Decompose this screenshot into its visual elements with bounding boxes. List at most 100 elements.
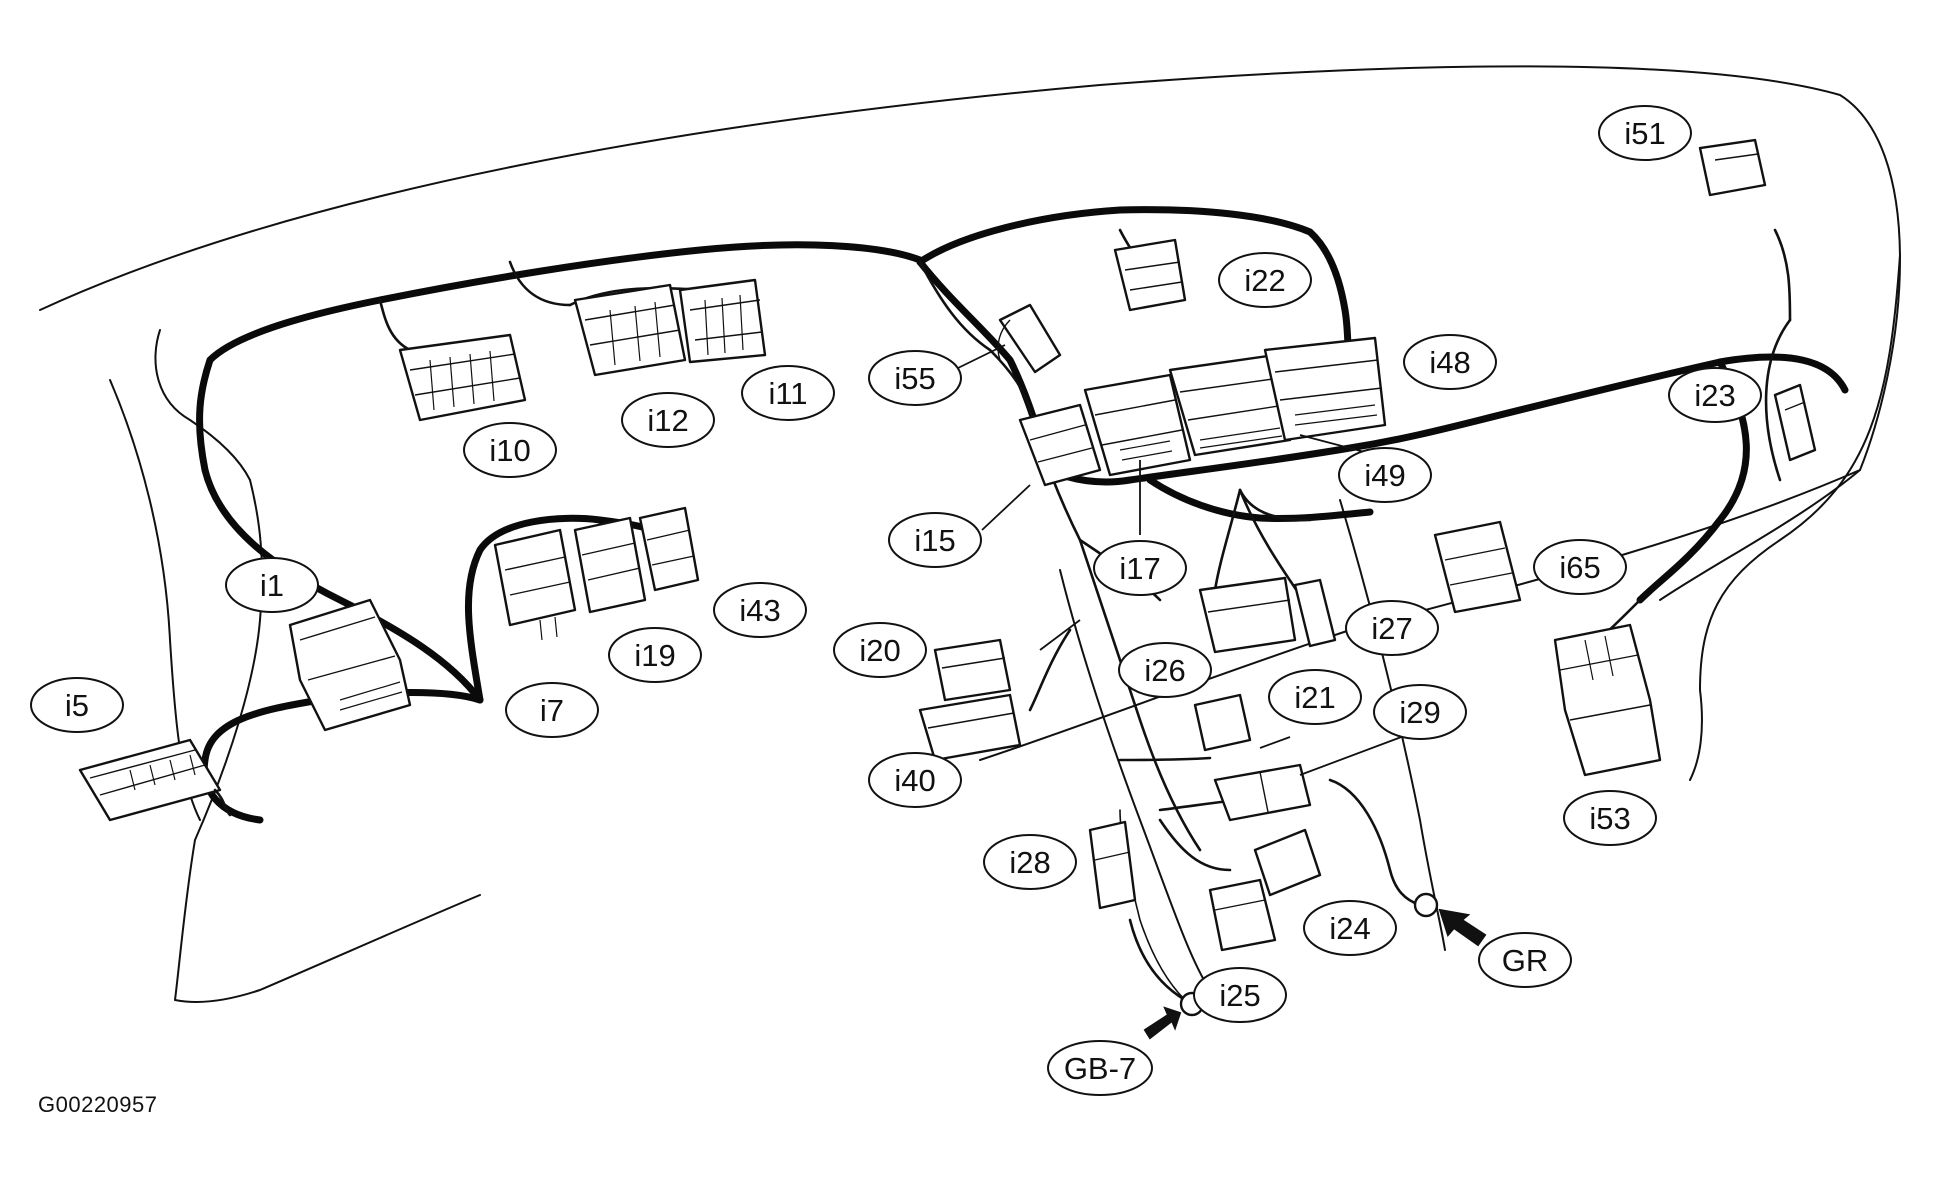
connector-bubble xyxy=(888,512,982,568)
connector-bubble xyxy=(1268,669,1362,725)
label-i27: i27 xyxy=(1345,600,1439,656)
connector-label: i7 xyxy=(540,693,564,728)
connector-i26 xyxy=(1198,576,1297,654)
connector-i12 xyxy=(573,283,687,377)
connector-i17 xyxy=(1083,373,1192,477)
label-i15: i15 xyxy=(888,512,982,568)
label-i40: i40 xyxy=(868,752,962,808)
connector-i20 xyxy=(933,638,1012,702)
ground-bubble xyxy=(1478,932,1572,988)
connector-bubble xyxy=(1668,367,1762,423)
label-i1: i1 xyxy=(225,557,319,613)
ground-label: GB-7 xyxy=(1064,1051,1136,1086)
connector-bubble xyxy=(1403,334,1497,390)
label-i55: i55 xyxy=(868,350,962,406)
connector-label: i24 xyxy=(1329,911,1370,946)
connector-bubble xyxy=(741,365,835,421)
connector-label: i15 xyxy=(914,523,955,558)
label-i23: i23 xyxy=(1668,367,1762,423)
label-i20: i20 xyxy=(833,622,927,678)
connector-bubble xyxy=(505,682,599,738)
connector-i15 xyxy=(1018,403,1102,487)
connector-i25 xyxy=(1208,878,1277,952)
connector-label: i25 xyxy=(1219,978,1260,1013)
connector-i23 xyxy=(1773,383,1817,462)
connector-bubble xyxy=(713,582,807,638)
connector-label: i1 xyxy=(260,568,284,603)
connector-label: i48 xyxy=(1429,345,1470,380)
label-i29: i29 xyxy=(1373,684,1467,740)
connector-label: i55 xyxy=(894,361,935,396)
connector-i65 xyxy=(1433,520,1522,614)
label-i26: i26 xyxy=(1118,642,1212,698)
label-i5: i5 xyxy=(30,677,124,733)
connector-label: i26 xyxy=(1144,653,1185,688)
label-i28: i28 xyxy=(983,834,1077,890)
ground-bubble xyxy=(1047,1040,1153,1096)
connector-label: i17 xyxy=(1119,551,1160,586)
connector-label: i29 xyxy=(1399,695,1440,730)
label-i25: i25 xyxy=(1193,967,1287,1023)
connector-bubble xyxy=(1093,540,1187,596)
connector-i21 xyxy=(1193,693,1252,752)
connector-label: i65 xyxy=(1559,550,1600,585)
label-i10: i10 xyxy=(463,422,557,478)
branch-wires xyxy=(378,228,1792,872)
label-i7: i7 xyxy=(505,682,599,738)
connector-label: i27 xyxy=(1371,611,1412,646)
connector-i27 xyxy=(1293,578,1337,648)
ground-wire-gb7 xyxy=(1119,809,1205,1017)
connector-i48 xyxy=(1263,336,1387,442)
connector-bubble xyxy=(1533,539,1627,595)
connector-bubble xyxy=(1373,684,1467,740)
label-i49: i49 xyxy=(1338,447,1432,503)
connector-i24 xyxy=(1253,828,1322,897)
label-i51: i51 xyxy=(1598,105,1692,161)
connector-bubble xyxy=(1193,967,1287,1023)
connector-label: i20 xyxy=(859,633,900,668)
connector-i29 xyxy=(1213,763,1312,822)
connector-label: i49 xyxy=(1364,458,1405,493)
main-harness xyxy=(196,206,1849,824)
label-i43: i43 xyxy=(713,582,807,638)
connector-label: i12 xyxy=(647,403,688,438)
connector-i28 xyxy=(1088,820,1137,910)
connector-label: i53 xyxy=(1589,801,1630,836)
connector-label: i23 xyxy=(1694,378,1735,413)
connector-bubble xyxy=(1218,252,1312,308)
arrow-gr xyxy=(1438,908,1487,947)
connector-bubble xyxy=(30,677,124,733)
connector-bubble xyxy=(1118,642,1212,698)
connector-i43 xyxy=(638,506,700,592)
connector-bubble xyxy=(225,557,319,613)
label-i17: i17 xyxy=(1093,540,1187,596)
connector-bubble xyxy=(833,622,927,678)
ring-terminal-gr xyxy=(1413,892,1439,918)
connector-label: i43 xyxy=(739,593,780,628)
connector-bubble xyxy=(1338,447,1432,503)
connector-bubble xyxy=(1345,600,1439,656)
connector-label: i21 xyxy=(1294,680,1335,715)
connector-label: i22 xyxy=(1244,263,1285,298)
label-gr: GR xyxy=(1478,932,1572,988)
connector-label: i11 xyxy=(768,376,807,411)
connector-i22 xyxy=(1113,238,1187,312)
figure-id: G00220957 xyxy=(38,1092,158,1117)
connector-i40 xyxy=(918,693,1022,762)
connector-i10 xyxy=(398,333,527,422)
connector-label: i10 xyxy=(489,433,530,468)
label-i22: i22 xyxy=(1218,252,1312,308)
connector-i53 xyxy=(1553,623,1662,777)
label-i12: i12 xyxy=(621,392,715,448)
connector-i19 xyxy=(573,516,647,614)
connector-bubble xyxy=(983,834,1077,890)
label-i24: i24 xyxy=(1303,900,1397,956)
connector-i51 xyxy=(1698,138,1767,197)
connector-bubble xyxy=(621,392,715,448)
connector-label: i5 xyxy=(65,688,89,723)
ground-label: GR xyxy=(1502,943,1549,978)
connector-bubble xyxy=(1303,900,1397,956)
connector-bubble xyxy=(868,350,962,406)
label-i65: i65 xyxy=(1533,539,1627,595)
label-i48: i48 xyxy=(1403,334,1497,390)
